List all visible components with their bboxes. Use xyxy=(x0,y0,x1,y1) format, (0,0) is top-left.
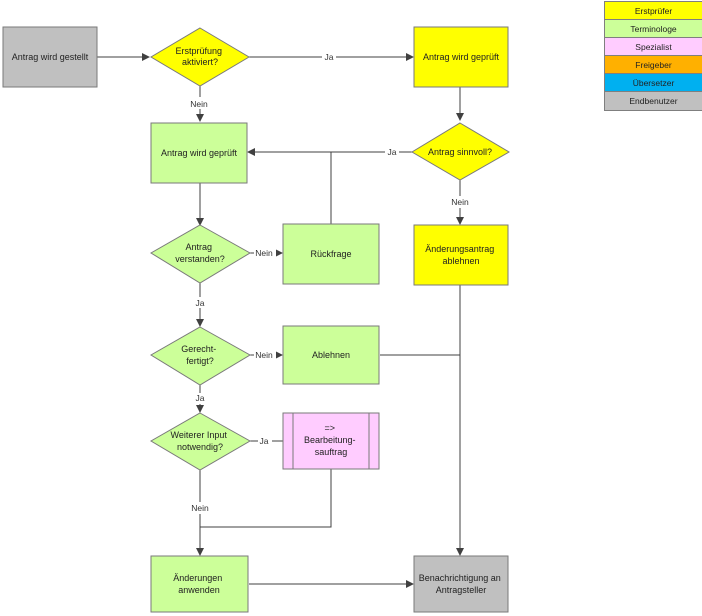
text-gerechtfertigt: Gerecht- fertigt? xyxy=(181,344,219,366)
label-verstanden-nein: Nein xyxy=(255,248,273,258)
label-sinnvoll-nein: Nein xyxy=(451,197,469,207)
node-bearbeitungsauftrag xyxy=(282,412,380,470)
node-antrag-sinnvoll xyxy=(411,122,510,181)
role-legend: Erstprüfer Terminologe Spezialist Freige… xyxy=(604,1,702,111)
node-antrag-geprueft-1 xyxy=(413,26,509,88)
text-antrag-sinnvoll: Antrag sinnvoll? xyxy=(428,147,492,157)
node-gerechtfertigt xyxy=(150,326,251,386)
edge-labels: Ja Nein Ja Nein Nein Ja Nein Ja Ja Nein xyxy=(184,51,474,514)
label-erstpruefung-nein: Nein xyxy=(190,99,208,109)
node-labels: Antrag wird gestellt Erstprüfung aktivie… xyxy=(12,46,504,595)
text-aenderungsantrag-ablehnen: Änderungsantrag ablehnen xyxy=(425,244,497,266)
text-ablehnen: Ablehnen xyxy=(312,350,350,360)
text-antrag-geprueft-2: Antrag wird geprüft xyxy=(161,148,238,158)
text-antrag-verstanden: Antrag verstanden? xyxy=(175,242,225,264)
legend-item-freigeber: Freigeber xyxy=(605,56,702,74)
text-antrag-geprueft-1: Antrag wird geprüft xyxy=(423,52,500,62)
node-benachrichtigung xyxy=(413,555,509,613)
legend-item-spezialist: Spezialist xyxy=(605,38,702,56)
legend-item-erstpruefer: Erstprüfer xyxy=(605,2,702,20)
legend-item-endbenutzer: Endbenutzer xyxy=(605,92,702,110)
node-aenderungsantrag-ablehnen xyxy=(413,224,509,286)
label-gerechtfertigt-ja: Ja xyxy=(196,393,205,403)
label-input-ja: Ja xyxy=(260,436,269,446)
node-antrag-geprueft-2 xyxy=(150,122,248,184)
label-verstanden-ja: Ja xyxy=(196,298,205,308)
text-erstpruefung: Erstprüfung aktiviert? xyxy=(175,46,224,67)
text-rueckfrage: Rückfrage xyxy=(310,249,351,259)
node-erstpruefung xyxy=(150,27,250,87)
label-gerechtfertigt-nein: Nein xyxy=(255,350,273,360)
text-bearbeitungsauftrag: => Bearbeitung- sauftrag xyxy=(304,423,358,457)
label-erstpruefung-ja: Ja xyxy=(325,52,334,62)
legend-item-terminologe: Terminologe xyxy=(605,20,702,38)
edge-bearbeitung-to-merge xyxy=(200,469,332,528)
node-aenderungen-anwenden xyxy=(150,555,249,613)
text-aenderungen-anwenden: Änderungen anwenden xyxy=(173,573,225,595)
label-input-nein: Nein xyxy=(191,503,209,513)
node-antrag-gestellt xyxy=(2,26,98,88)
text-weiterer-input: Weiterer Input notwendig? xyxy=(171,430,230,452)
text-antrag-gestellt: Antrag wird gestellt xyxy=(12,52,89,62)
node-ablehnen xyxy=(282,325,380,385)
node-weiterer-input xyxy=(150,412,252,471)
legend-item-uebersetzer: Übersetzer xyxy=(605,74,702,92)
text-benachrichtigung: Benachrichtigung an Antragsteller xyxy=(419,573,504,595)
node-antrag-verstanden xyxy=(150,224,251,284)
label-sinnvoll-ja: Ja xyxy=(388,147,397,157)
node-rueckfrage xyxy=(282,223,380,285)
